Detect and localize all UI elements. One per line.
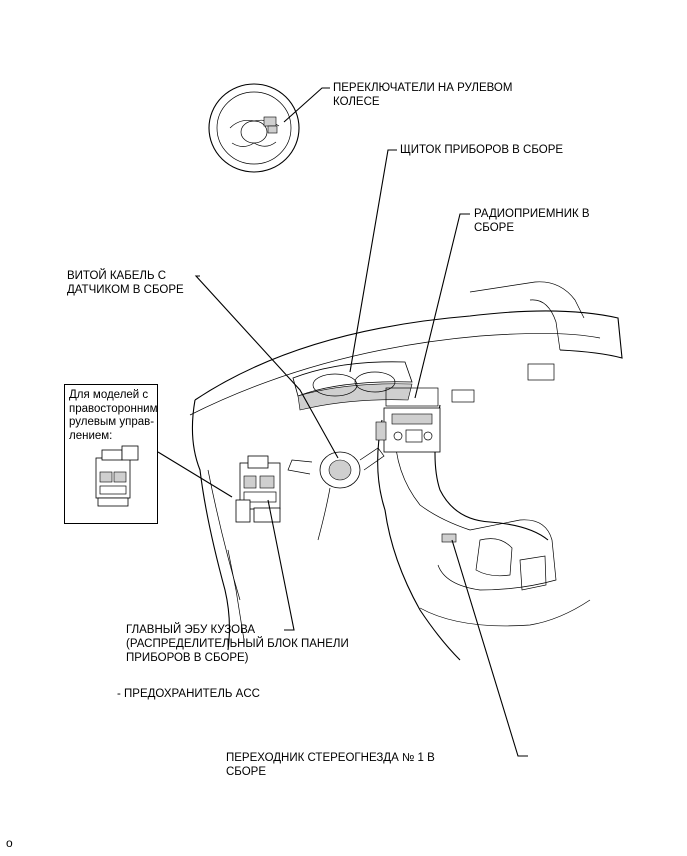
label-steering-switches: ПЕРЕКЛЮЧАТЕЛИ НА РУЛЕВОМ КОЛЕСЕ xyxy=(333,82,513,108)
label-stereo-jack: ПЕРЕХОДНИК СТЕРЕОГНЕЗДА № 1 В СБОРЕ xyxy=(226,752,435,778)
instrument-panel-drawing xyxy=(189,281,623,661)
label-main-body-ecu: ГЛАВНЫЙ ЭБУ КУЗОВА (РАСПРЕДЕЛИТЕЛЬНЫЙ БЛ… xyxy=(126,624,349,664)
label-acc-fuse: - ПРЕДОХРАНИТЕЛЬ ACC xyxy=(117,688,260,700)
label-spiral-cable: ВИТОЙ КАБЕЛЬ С ДАТЧИКОМ В СБОРЕ xyxy=(67,270,184,296)
leader-lines xyxy=(157,87,528,757)
label-combination-meter: ЩИТОК ПРИБОРОВ В СБОРЕ xyxy=(400,144,564,156)
steering-wheel-drawing xyxy=(208,83,300,173)
label-radio-receiver: РАДИОПРИЕМНИК В СБОРЕ xyxy=(474,208,590,234)
main-body-ecu-drawing xyxy=(235,455,281,523)
inset-note-text: Для моделей с правосторонним рулевым упр… xyxy=(69,389,158,442)
corner-mark: o xyxy=(6,836,13,850)
inset-note-box: Для моделей с правосторонним рулевым упр… xyxy=(64,384,158,524)
inset-ecu-drawing xyxy=(95,445,139,507)
